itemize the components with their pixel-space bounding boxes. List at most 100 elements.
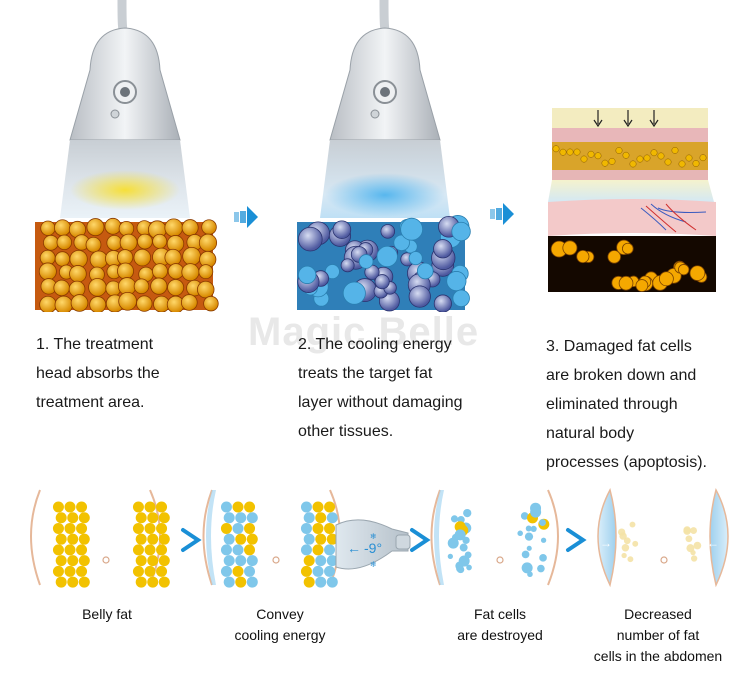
fat-cell — [147, 533, 159, 545]
fat-cell — [53, 279, 70, 297]
fat-cell — [326, 576, 338, 588]
fat-cell — [580, 155, 588, 163]
fat-cell — [594, 152, 602, 160]
fat-cell — [167, 279, 185, 296]
snowflake-icon: ❄ — [370, 532, 377, 541]
fat-cell — [623, 537, 631, 545]
fat-cell — [342, 281, 366, 305]
fat-cell — [152, 233, 168, 249]
fat-cell — [235, 533, 247, 545]
fat-cluster-mixed — [220, 501, 258, 588]
chevron-right-icon — [410, 528, 431, 552]
fat-cell — [324, 264, 340, 280]
fat-cell — [52, 544, 64, 556]
fat-cell — [627, 556, 634, 563]
fat-cell — [340, 258, 355, 273]
fat-cell — [657, 152, 665, 160]
watermark: Magic Belle — [248, 310, 480, 354]
fat-cell — [539, 519, 546, 527]
fat-cell — [150, 277, 168, 295]
fat-cell — [164, 248, 182, 267]
fat-cell — [601, 159, 609, 167]
fat-cell — [324, 522, 336, 534]
fat-cell — [52, 501, 64, 513]
fat-cell — [540, 537, 547, 543]
fat-cell — [76, 501, 88, 513]
fat-cell — [132, 501, 144, 513]
fat-cell — [621, 552, 627, 559]
fat-cell — [324, 565, 336, 577]
fat-cell — [147, 555, 159, 567]
fat-cell — [232, 565, 244, 577]
fat-cell — [326, 512, 338, 524]
label-decreased: Decreased number of fat cells in the abd… — [578, 604, 738, 667]
fat-cell — [144, 522, 156, 534]
fat-cell — [446, 271, 467, 292]
fat-cell — [244, 565, 256, 577]
fat-cell — [78, 533, 90, 545]
label-fat-destroyed: Fat cells are destroyed — [440, 604, 560, 646]
fat-cell — [158, 576, 170, 588]
fat-cell — [539, 554, 547, 562]
fat-cell — [416, 262, 434, 280]
fat-cell — [303, 533, 315, 545]
cooling-probe-icon — [335, 519, 409, 570]
snowflake-icon: ❄ — [370, 560, 377, 569]
fat-cell — [690, 555, 698, 562]
chevron-right-icon — [181, 528, 202, 552]
fat-cell — [298, 265, 317, 284]
fat-cell — [332, 220, 352, 240]
fat-cell — [562, 240, 578, 256]
fat-cell — [358, 254, 374, 269]
step-2-line: 2. The cooling energy — [298, 336, 452, 353]
fat-cell — [244, 544, 256, 556]
label-line: number of fat — [616, 627, 700, 643]
fat-cell — [408, 285, 431, 308]
fat-cell — [517, 530, 523, 537]
step-3-line: are broken down and — [546, 367, 697, 384]
fat-cell — [89, 296, 107, 312]
fat-cell — [303, 576, 315, 588]
fat-cell — [203, 295, 219, 312]
fat-cell — [521, 550, 530, 559]
fat-cell — [64, 544, 76, 556]
fat-cell — [300, 565, 312, 577]
fat-cell — [433, 239, 453, 259]
fat-cell — [64, 522, 76, 534]
fat-cell — [303, 555, 315, 567]
fat-cell — [608, 157, 616, 165]
fat-cell — [300, 544, 312, 556]
arrow-right-icon: → — [600, 536, 612, 550]
fat-cells-small — [552, 145, 707, 168]
fat-cell — [132, 544, 144, 556]
fat-cell — [118, 220, 135, 237]
fat-cell — [619, 532, 627, 540]
fat-cell — [520, 512, 529, 520]
step2-illustration — [297, 0, 471, 312]
fat-cell — [69, 265, 87, 283]
fat-cell — [678, 264, 690, 276]
fat-cluster-faded — [683, 526, 702, 562]
fat-cell — [433, 294, 452, 312]
fat-cell — [38, 262, 57, 281]
fat-cell — [530, 506, 542, 518]
fat-cell — [55, 555, 67, 567]
fat-cell — [246, 576, 258, 588]
fat-cell — [246, 555, 258, 567]
fat-cell — [618, 275, 634, 291]
fat-cell — [156, 544, 168, 556]
fat-cell — [76, 565, 88, 577]
fat-cell — [324, 501, 336, 513]
fat-cell — [246, 533, 258, 545]
fat-cell — [447, 553, 453, 560]
fat-cell — [164, 218, 184, 238]
fat-cell — [40, 220, 56, 236]
fat-cell — [683, 527, 691, 535]
fat-cell — [198, 264, 214, 280]
fat-cell — [156, 501, 168, 513]
fat-cell — [552, 145, 560, 153]
fat-cell — [55, 512, 67, 524]
fat-cell — [629, 521, 636, 528]
fat-cell — [447, 537, 459, 549]
fat-cell — [559, 148, 567, 156]
